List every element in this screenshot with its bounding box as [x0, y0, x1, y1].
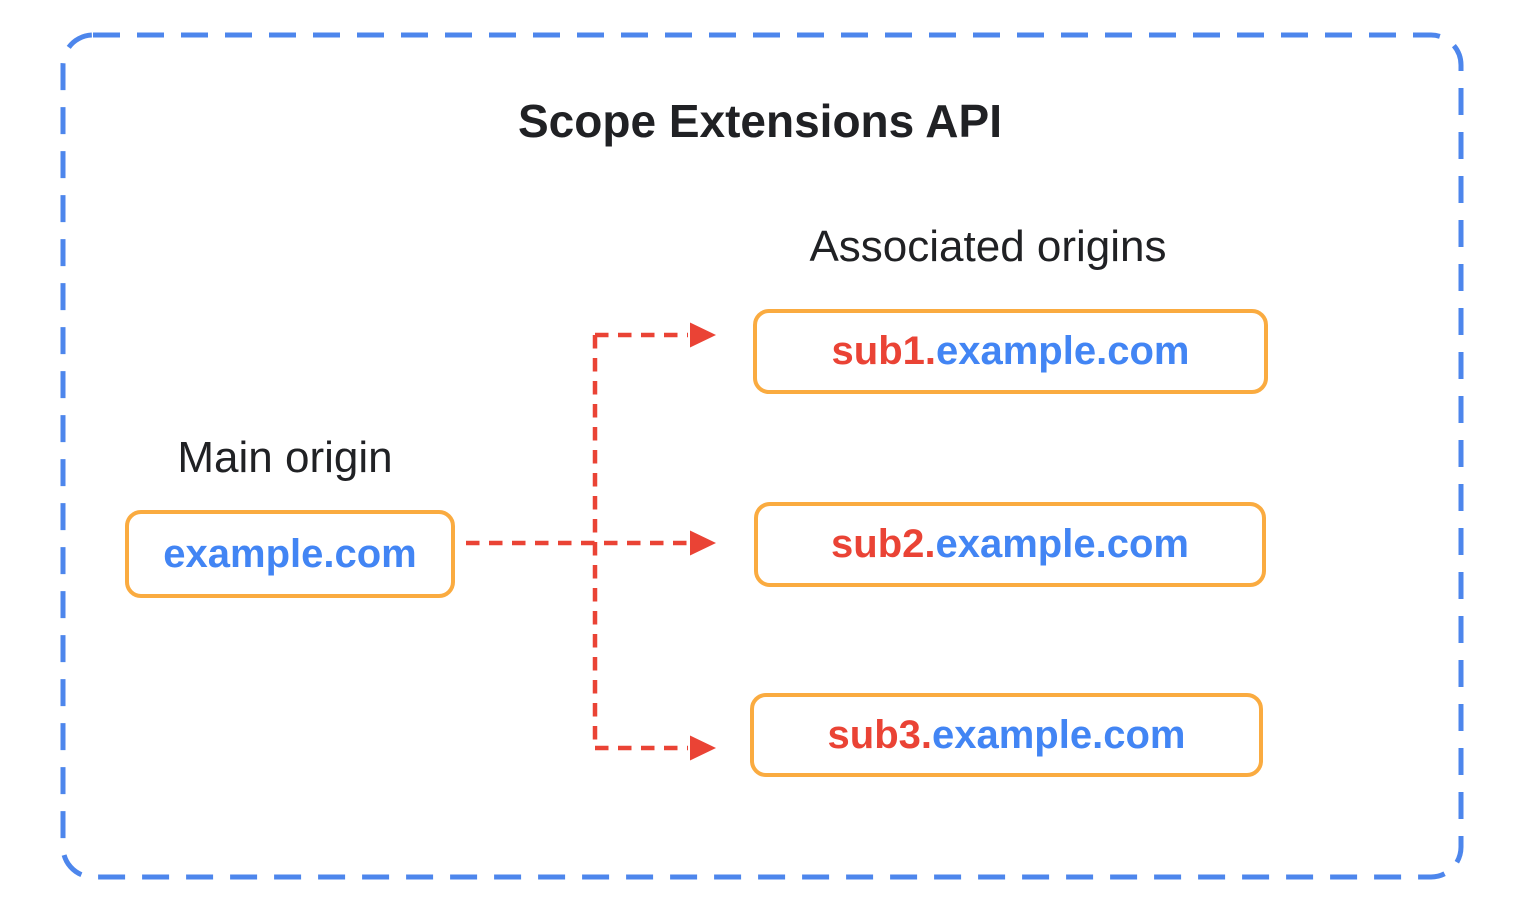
main-origin-domain: example.com — [163, 531, 417, 576]
associated-origin-box-sub2: sub2.example.com — [754, 502, 1266, 587]
domain-rest: example.com — [932, 712, 1186, 757]
arrowhead-icon-sub3 — [690, 735, 716, 761]
subdomain-prefix: sub3. — [827, 712, 932, 757]
main-origin-box: example.com — [125, 510, 455, 598]
diagram-title: Scope Extensions API — [518, 95, 1002, 147]
associated-origin-domain: sub2.example.com — [831, 522, 1189, 567]
main-origin-label: Main origin — [177, 433, 393, 482]
associated-origin-box-sub1: sub1.example.com — [753, 309, 1268, 394]
domain-rest: example.com — [935, 522, 1189, 566]
associated-origin-box-sub3: sub3.example.com — [750, 693, 1263, 777]
arrowhead-icon-sub1 — [690, 322, 716, 348]
domain-rest: example.com — [936, 329, 1190, 373]
associated-origins-label: Associated origins — [809, 222, 1167, 271]
subdomain-prefix: sub1. — [831, 329, 936, 373]
associated-origin-domain: sub3.example.com — [828, 713, 1186, 758]
subdomain-prefix: sub2. — [831, 522, 936, 566]
associated-origin-domain: sub1.example.com — [832, 329, 1190, 374]
arrowhead-icon-sub2 — [690, 530, 716, 556]
